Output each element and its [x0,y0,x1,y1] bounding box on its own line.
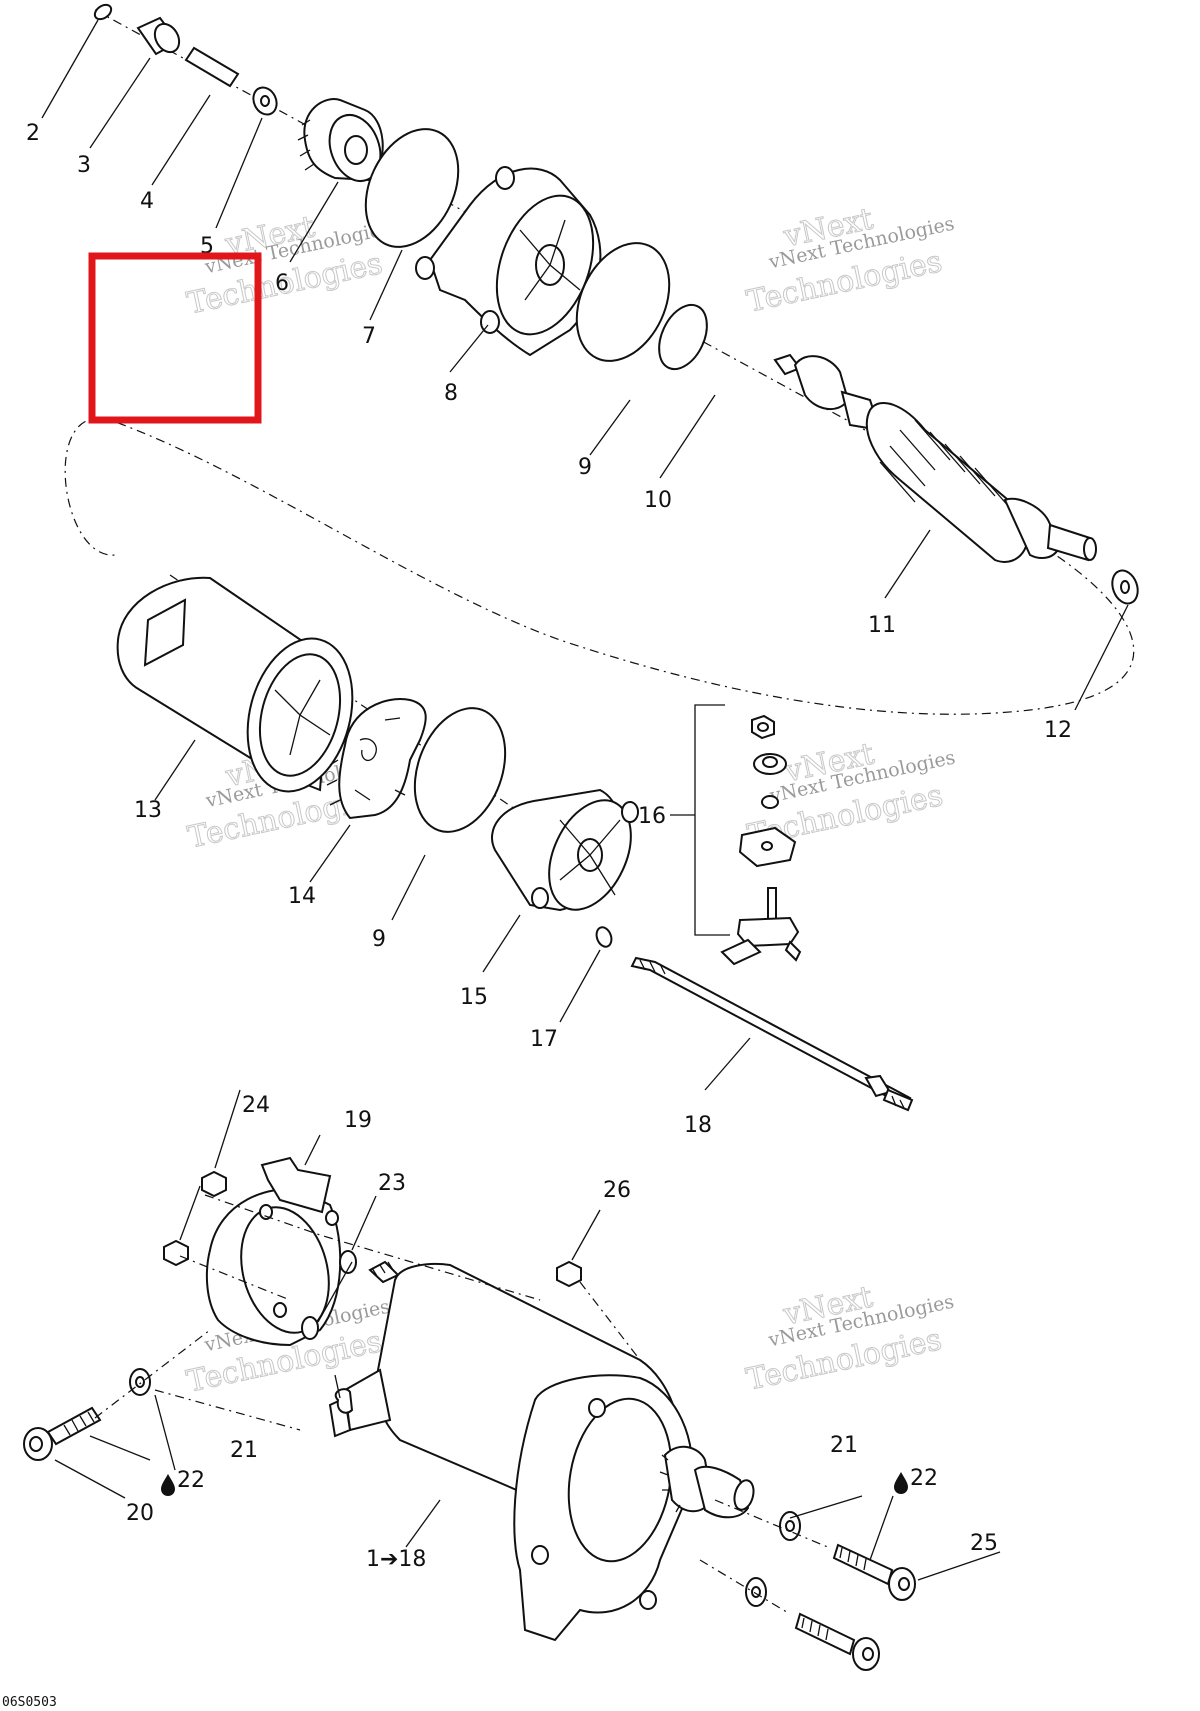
assembly-axis-bottom-7 [699,1559,791,1615]
callout-24: 24 [242,1093,270,1118]
oil-drop-icon [894,1472,908,1494]
starter-motor-assembly [328,1260,755,1642]
callout-6: 6 [275,271,289,296]
washer-part-12 [1111,569,1139,605]
callout-16: 16 [638,804,666,829]
callout-21-left: 21 [230,1438,258,1463]
callout-9-lower: 9 [372,927,386,952]
callout-11: 11 [868,613,896,638]
washer-part-21-left [129,1368,151,1396]
callout-10: 10 [644,488,672,513]
assembly-loop-line [64,417,1135,715]
callout-26: 26 [603,1178,631,1203]
callout-22-left-text: 22 [177,1468,205,1493]
callout-7: 7 [362,324,376,349]
end-cover-part [491,788,639,912]
spring-part [184,46,240,88]
callout-19: 19 [344,1108,372,1133]
brush-plate-part [326,698,427,820]
assembly-axis-bottom-2 [179,1255,291,1301]
assembly-axis-bottom-5 [579,1281,641,1361]
callout-8: 8 [444,381,458,406]
through-bolt-part [630,956,914,1112]
callout-9-upper: 9 [578,455,592,480]
callout-21-right: 21 [830,1433,858,1458]
callout-20: 20 [126,1501,154,1526]
nut-part-26 [556,1260,582,1288]
callout-12: 12 [1044,718,1072,743]
callout-17: 17 [530,1027,558,1052]
o-ring-part-7 [364,128,460,248]
bushing-part [136,16,181,56]
callout-2: 2 [26,121,40,146]
bolt-part-20 [23,1406,102,1461]
callout-25: 25 [970,1531,998,1556]
armature-part [773,353,1097,563]
leader-lines [41,19,1129,1581]
o-ring-part-10 [658,303,708,371]
assembly-axis-bottom-3 [94,1329,211,1419]
watermark-top-right: vNext vNext Technologies Technologies [743,201,956,320]
support-bracket-part [205,1156,342,1347]
bolt-part-25-upper [832,1543,916,1601]
oil-drop-icon [161,1474,175,1496]
callout-1-to-18: 1➔18 [366,1547,426,1572]
washer-part-23-lower [301,1316,319,1340]
nut-part-24-upper [201,1170,227,1198]
diagram-code: 06S0503 [2,1695,57,1710]
callout-14: 14 [288,884,316,909]
callout-labels: 2 3 4 5 6 7 8 9 10 11 12 13 14 9 15 16 1… [26,121,1072,1572]
washer-part-5 [252,86,278,116]
assembly-axis-bottom-4 [154,1389,301,1431]
bolt-part-25-lower [794,1612,880,1671]
assembly-axis-bottom-1 [204,1194,541,1301]
o-ring-part-9-upper [575,242,671,362]
callout-18: 18 [684,1113,712,1138]
callout-22-right-text: 22 [910,1466,938,1491]
callout-15: 15 [460,985,488,1010]
callout-4: 4 [140,189,154,214]
callout-22-left: 22 [161,1468,205,1496]
watermark-bottom-right: vNext vNext Technologies Technologies [743,1279,956,1398]
callout-23: 23 [378,1171,406,1196]
terminal-kit-group [670,704,802,966]
washer-part-23-upper [339,1250,357,1274]
highlight-box[interactable] [88,252,262,424]
o-ring-part-17 [595,926,613,948]
pinion-clutch-part [297,98,384,182]
callout-3: 3 [77,153,91,178]
retaining-ring-part [93,3,113,21]
callout-22-right: 22 [894,1466,938,1494]
yoke-housing-part [116,576,354,793]
o-ring-part-9-lower [413,707,507,833]
nut-part-24-lower [163,1239,189,1267]
callout-13: 13 [134,798,162,823]
washer-part-21-right [745,1511,801,1607]
